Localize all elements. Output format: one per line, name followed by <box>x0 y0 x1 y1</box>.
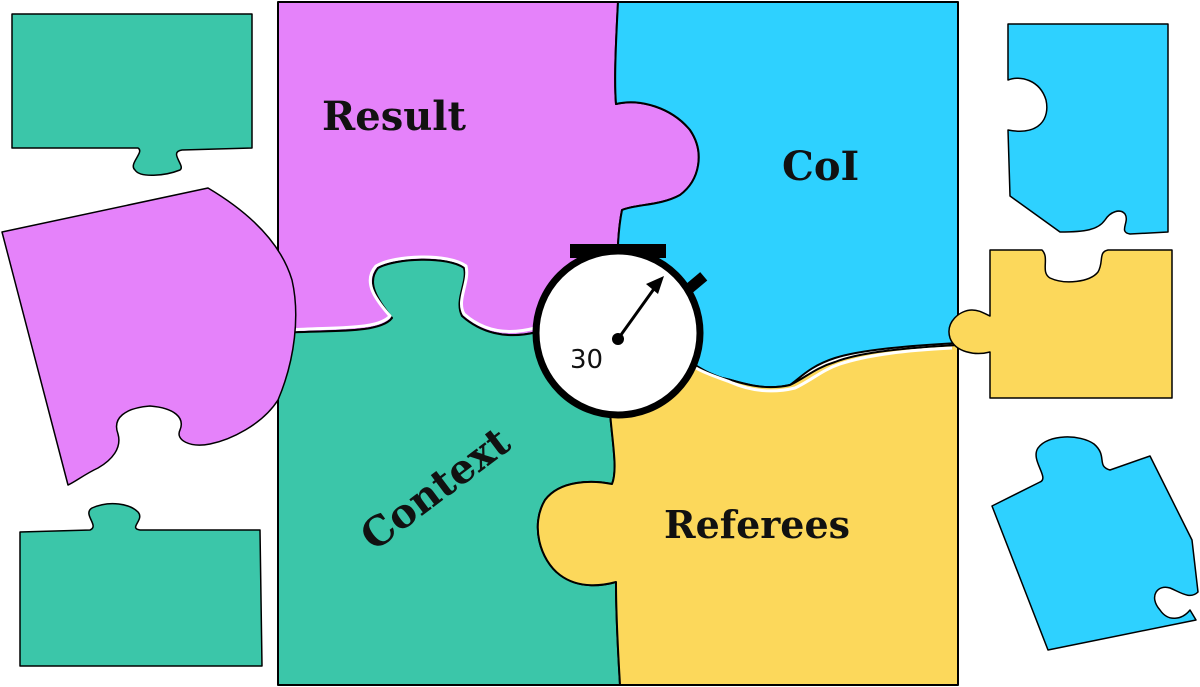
label-referees: Referees <box>664 502 850 547</box>
loose-piece-yellow <box>948 249 1173 399</box>
seam-left <box>289 255 536 333</box>
loose-piece-teal-bottom <box>19 502 263 667</box>
stopwatch-hand-arrowhead <box>646 276 664 294</box>
loose-piece-cyan-bottom <box>991 436 1199 651</box>
stopwatch-hand <box>616 285 658 340</box>
label-coi: CoI <box>782 143 859 190</box>
stopwatch-center-dot <box>612 333 624 345</box>
stopwatch-number: 30 <box>570 345 603 375</box>
assembled-puzzle <box>277 1 959 686</box>
loose-piece-teal-top <box>11 13 253 176</box>
piece-referees <box>536 344 959 686</box>
loose-piece-cyan-top <box>1007 23 1169 235</box>
loose-pieces <box>1 13 1199 667</box>
label-result: Result <box>322 93 466 140</box>
stopwatch-icon: 30 <box>532 244 708 419</box>
seam-right <box>695 346 953 393</box>
loose-piece-magenta <box>1 187 297 486</box>
